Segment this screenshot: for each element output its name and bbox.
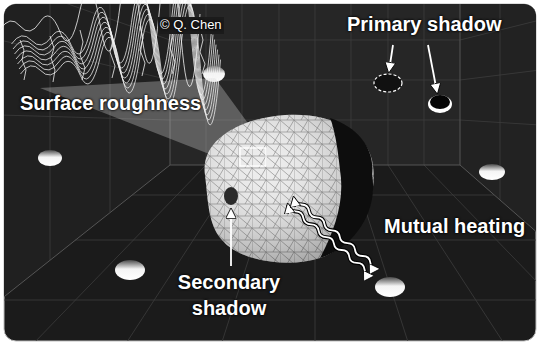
- asteroid: [205, 115, 374, 263]
- wave-outline: [288, 205, 372, 276]
- heat-wave: [288, 205, 372, 276]
- crater-shadow: [430, 95, 450, 109]
- room-grid: [4, 4, 536, 341]
- pointer-arrow: [389, 45, 393, 71]
- secondary-shadow-spot: [224, 187, 238, 205]
- callout-label: Mutual heating: [384, 213, 525, 239]
- heat-wave: [294, 198, 378, 269]
- crater: [375, 277, 405, 297]
- callout-label: Surface roughness: [20, 90, 201, 116]
- left-wall: [4, 4, 170, 300]
- asteroid-shading: [205, 115, 374, 263]
- callout-label: Primary shadow: [347, 11, 502, 37]
- grid-lines: [4, 4, 536, 341]
- crater: [115, 260, 145, 280]
- asteroid-mesh: [205, 115, 374, 263]
- copyright-note: © Q. Chen: [158, 17, 224, 34]
- crater: [38, 150, 62, 166]
- wave-outline: [294, 198, 378, 269]
- dashed-crater: [374, 74, 402, 92]
- room-edges: [4, 4, 536, 300]
- pointer-arrow: [230, 210, 232, 266]
- shadowed-crater: [428, 95, 452, 113]
- right-wall: [460, 4, 536, 235]
- heating-waves: [288, 198, 378, 276]
- crater: [479, 164, 505, 180]
- callout-label: Secondary shadow: [168, 269, 290, 321]
- pointer-arrow: [428, 45, 437, 92]
- zoom-box: [240, 148, 266, 166]
